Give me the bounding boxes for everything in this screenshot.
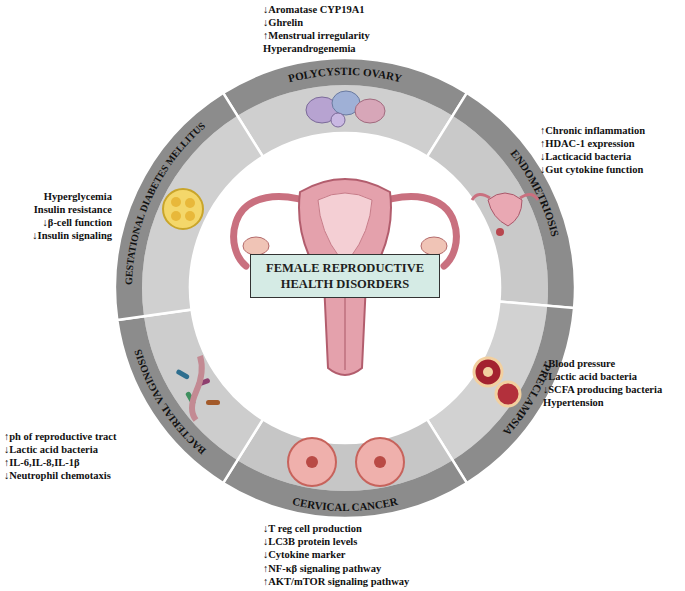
finding-text: ↓Cytokine marker bbox=[263, 548, 346, 561]
segment-fill bbox=[427, 116, 548, 306]
ring-segment: GESTATIONAL DIABETES MELLITUS bbox=[113, 90, 265, 323]
segment-title-path: POLYCYSTIC OVARY bbox=[287, 65, 403, 84]
finding-text: ↑NF-κβ signaling pathway bbox=[263, 562, 381, 575]
finding-text: ↓Lacticacid bacteria bbox=[540, 150, 631, 163]
segment-title-path: BACTERIAL VAGINOSIS bbox=[132, 348, 208, 457]
title-band bbox=[223, 58, 467, 116]
ring-segment: ENDOMETRIOSIS bbox=[425, 90, 577, 311]
finding-text: ↑ph of reproductive tract bbox=[4, 430, 116, 443]
segment-shape: BACTERIAL VAGINOSIS bbox=[115, 307, 265, 486]
finding-text: ↑AKT/mTOR signaling pathway bbox=[263, 575, 409, 588]
finding-text: ↓β-cell function bbox=[43, 216, 112, 229]
finding-text: ↓Lactic acid bacteria bbox=[543, 370, 637, 383]
finding-text: ↓SCFA producing bacteria bbox=[543, 383, 662, 396]
segment-border bbox=[223, 58, 467, 157]
finding-text: ↑HDAC-1 expression bbox=[540, 137, 635, 150]
segment-title: CERVICAL CANCER bbox=[291, 495, 400, 513]
finding-text: ↑Blood pressure bbox=[543, 357, 615, 370]
finding-text: ↓T reg cell production bbox=[263, 522, 362, 535]
finding-text: ↑Menstrual irregularity bbox=[263, 29, 370, 42]
title-band bbox=[117, 316, 237, 483]
finding-text: Hyperandrogenemia bbox=[263, 42, 356, 55]
segment-border bbox=[117, 310, 263, 483]
segment-shape: ENDOMETRIOSIS bbox=[425, 90, 577, 311]
segment-title: BACTERIAL VAGINOSIS bbox=[132, 348, 208, 457]
title-band bbox=[223, 460, 467, 518]
center-title: FEMALE REPRODUCTIVE HEALTH DISORDERS bbox=[257, 260, 433, 292]
finding-text: ↑IL-6,IL-8,IL-1β bbox=[4, 456, 80, 469]
finding-text: ↓Insulin signaling bbox=[32, 229, 112, 242]
segment-title-path: CERVICAL CANCER bbox=[291, 495, 400, 513]
finding-text: ↓Aromatase CYP19A1 bbox=[263, 3, 365, 16]
ring-segment: POLYCYSTIC OVARY bbox=[221, 56, 469, 159]
finding-text: ↓LC3B protein levels bbox=[263, 535, 357, 548]
finding-text: ↓Neutrophil chemotaxis bbox=[4, 469, 111, 482]
finding-text: Hyperglycemia bbox=[44, 190, 112, 203]
segment-shape: CERVICAL CANCER bbox=[221, 417, 469, 520]
segment-shape: GESTATIONAL DIABETES MELLITUS bbox=[113, 90, 265, 323]
finding-text: ↑Chronic inflammation bbox=[540, 124, 645, 137]
title-band bbox=[115, 93, 237, 320]
finding-text: ↓Lactic acid bacteria bbox=[4, 443, 98, 456]
ring-segment: CERVICAL CANCER bbox=[221, 417, 469, 520]
finding-text: Hypertension bbox=[543, 396, 604, 409]
finding-text: Insulin resistance bbox=[34, 203, 112, 216]
finding-text: ↓Ghrelin bbox=[263, 16, 303, 29]
segment-title: POLYCYSTIC OVARY bbox=[287, 65, 403, 84]
finding-text: ↓Gut cytokine function bbox=[540, 163, 643, 176]
segment-shape: POLYCYSTIC OVARY bbox=[221, 56, 469, 159]
segment-border bbox=[223, 419, 467, 518]
segment-border bbox=[115, 93, 263, 320]
segment-fill bbox=[142, 116, 263, 316]
segment-title-path: GESTATIONAL DIABETES MELLITUS bbox=[123, 120, 208, 285]
segment-title: GESTATIONAL DIABETES MELLITUS bbox=[123, 120, 208, 285]
ring-segment: BACTERIAL VAGINOSIS bbox=[115, 307, 265, 486]
center-title-box: FEMALE REPRODUCTIVE HEALTH DISORDERS bbox=[250, 254, 440, 298]
